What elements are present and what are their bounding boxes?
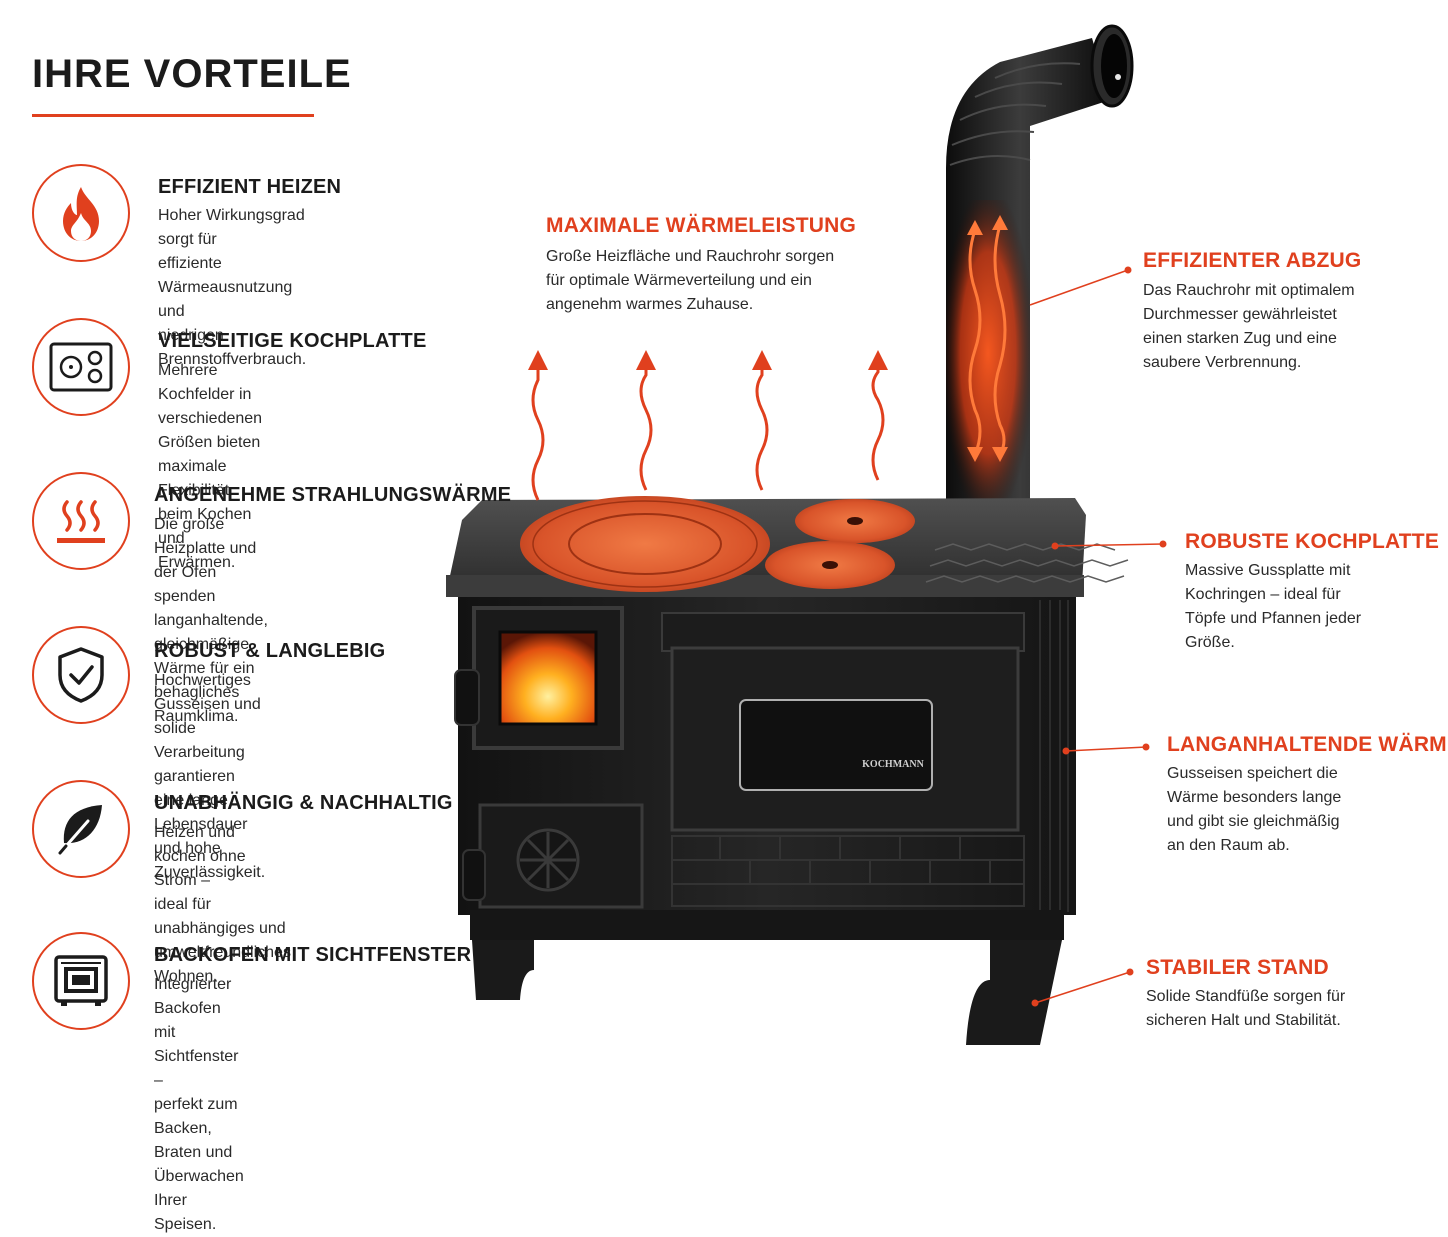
feature-description: Heizen und kochen ohne Strom – ideal für… bbox=[154, 824, 291, 985]
feature-description: Hochwertiges Gusseisen und solide Verarb… bbox=[154, 672, 266, 881]
feature-title: UNABHÄNGIG & NACHHALTIG bbox=[154, 792, 453, 814]
callout-description: Gusseisen speichert die Wärme besonders … bbox=[1167, 765, 1342, 854]
callout-description: Solide Standfüße sorgen für sicheren Hal… bbox=[1146, 988, 1346, 1029]
callout-description: Das Rauchrohr mit optimalem Durchmesser … bbox=[1143, 282, 1355, 371]
feature-description: Integrierter Backofen mit Sichtfenster –… bbox=[154, 976, 244, 1233]
feature-title: ROBUST & LANGLEBIG bbox=[154, 640, 386, 662]
feature-description: Hoher Wirkungsgrad sorgt für effiziente … bbox=[158, 207, 307, 368]
radiant-heat-icon bbox=[32, 472, 130, 570]
oven-window-icon bbox=[32, 932, 130, 1030]
feature-description: Die große Heizplatte und der Ofen spende… bbox=[154, 516, 268, 725]
cooktop-icon bbox=[32, 318, 130, 416]
title-underline bbox=[32, 114, 314, 117]
feature-title: EFFIZIENT HEIZEN bbox=[158, 176, 342, 198]
stove-brand-label: KOCHMANN bbox=[862, 759, 924, 770]
feature-title: ANGENEHME STRAHLUNGSWÄRME bbox=[154, 484, 512, 506]
flame-icon bbox=[32, 164, 130, 262]
callout-title: STABILER STAND bbox=[1146, 956, 1329, 979]
stove-illustration: KOCHMANN bbox=[446, 24, 1167, 1045]
feature-title: BACKOFEN MIT SICHTFENSTER bbox=[154, 944, 472, 966]
page-title: IHRE VORTEILE bbox=[32, 52, 352, 96]
callout-description: Massive Gussplatte mit Kochringen – idea… bbox=[1185, 562, 1362, 651]
feature-description: Mehrere Kochfelder in verschiedenen Größ… bbox=[158, 362, 263, 571]
callout-title: LANGANHALTENDE WÄRME bbox=[1167, 733, 1448, 756]
feature-title: VIELSEITIGE KOCHPLATTE bbox=[158, 330, 427, 352]
callout-title: EFFIZIENTER ABZUG bbox=[1143, 249, 1362, 272]
callout-title: ROBUSTE KOCHPLATTE bbox=[1185, 530, 1440, 553]
shield-check-icon bbox=[32, 626, 130, 724]
callout-description: Große Heizfläche und Rauchrohr sorgen fü… bbox=[546, 248, 835, 313]
leaf-icon bbox=[32, 780, 130, 878]
callout-title: MAXIMALE WÄRMELEISTUNG bbox=[546, 214, 857, 237]
